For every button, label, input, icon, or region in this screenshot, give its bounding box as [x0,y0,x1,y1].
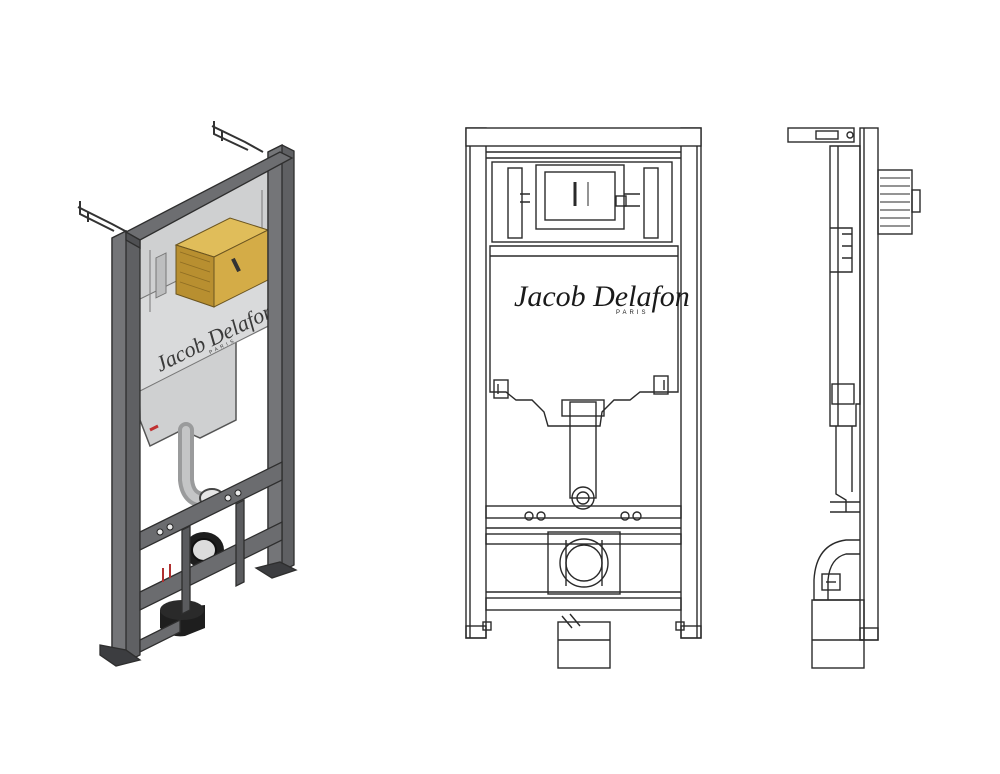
steel-frame-iso [99,143,298,667]
front-cistern-valve [535,164,625,230]
front-mid-rail [485,505,682,519]
front-left-post [465,127,487,639]
wall-bracket-left [77,201,128,233]
front-top-rail [465,127,702,147]
front-view [465,127,702,669]
side-top-bracket [787,127,855,143]
side-tank-body [829,145,861,427]
isometric-view: Jacob Delafon PARIS [77,121,298,667]
front-right-post [680,127,702,639]
front-rail-holes [524,511,642,521]
wall-bracket-right [211,121,264,153]
front-bottom-pipe [557,621,611,669]
side-waste-bend [813,539,860,601]
side-main-post [859,127,879,641]
cistern-block [174,217,270,308]
front-waste-outlet [559,538,609,588]
side-view [787,127,921,669]
side-flush-pipe [835,426,853,512]
front-tank-panel [489,245,679,427]
rail-holes-iso [156,489,242,536]
tank-subline-front: PARIS [616,310,649,316]
tank-signature-front: Jacob Delafon [514,280,690,313]
side-bottom-pipe [811,599,865,669]
front-flush-pipe [569,401,597,499]
